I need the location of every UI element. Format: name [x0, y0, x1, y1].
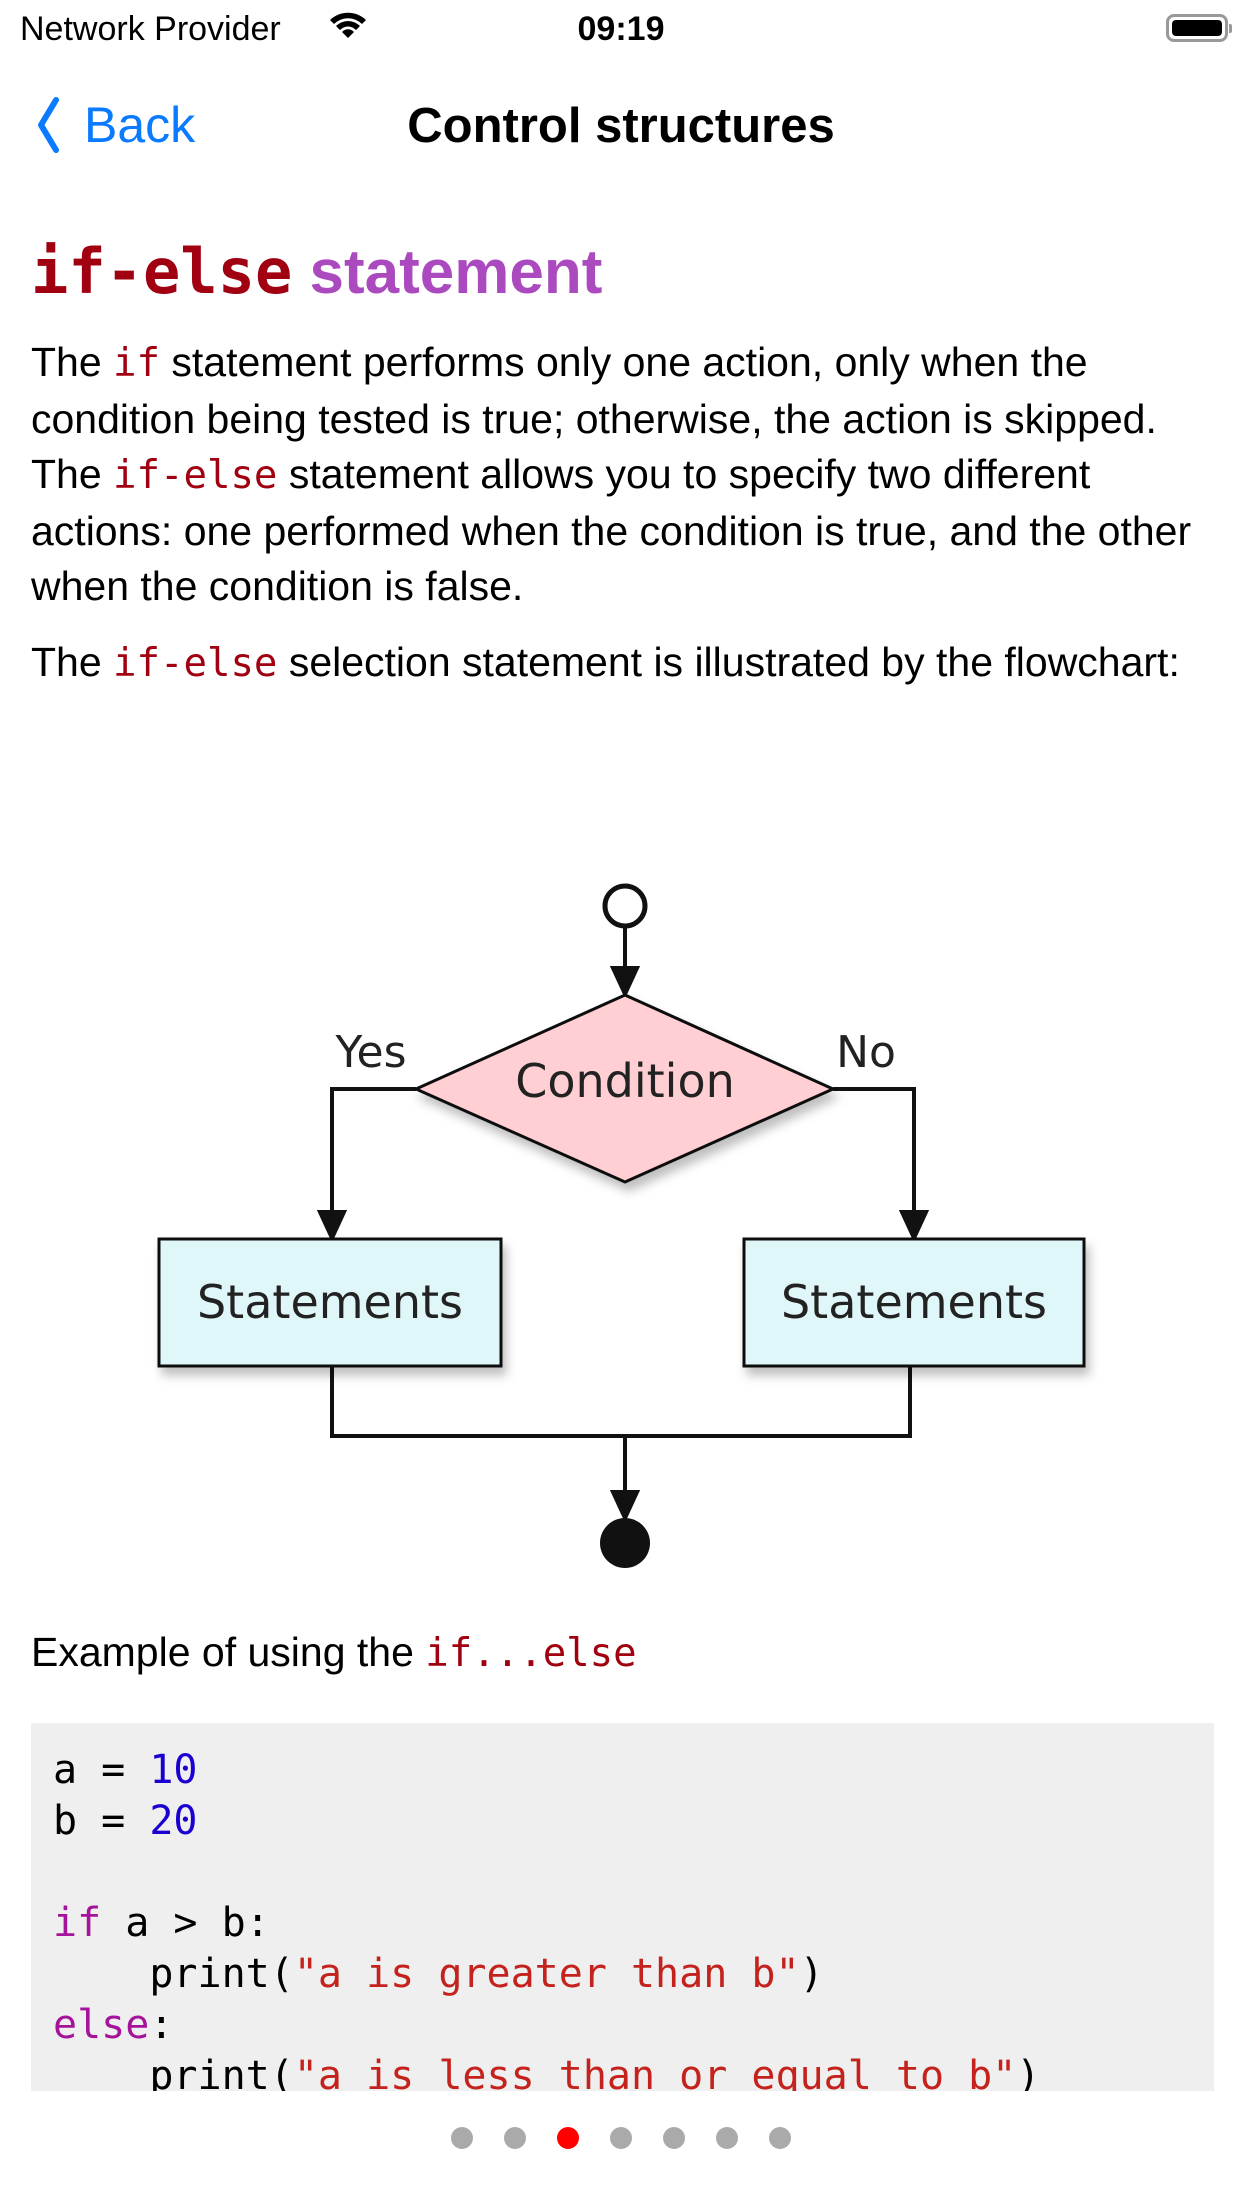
text: Example of using the	[31, 1629, 426, 1675]
battery-icon	[1166, 14, 1232, 42]
statements-label: Statements	[197, 1275, 463, 1329]
heading-text: statement	[309, 238, 603, 307]
yes-connector	[330, 1087, 416, 1212]
status-bar: Network Provider 09:19	[0, 0, 1242, 64]
inline-code: if...else	[425, 1631, 637, 1676]
page-title: Control structures	[407, 99, 835, 153]
flowchart-intro: The if-else selection statement is illus…	[31, 635, 1216, 692]
no-connector	[833, 1087, 916, 1212]
clock: 09:19	[577, 10, 665, 48]
page-indicator[interactable]	[0, 2127, 1242, 2149]
arrowhead	[609, 966, 641, 999]
page-dot-2[interactable]	[504, 2127, 526, 2149]
text: The	[31, 638, 114, 685]
text: The	[31, 339, 114, 385]
page-dot-7[interactable]	[769, 2127, 791, 2149]
text: selection statement is illustrated by th…	[277, 638, 1180, 685]
intro-paragraph: The if statement performs only one actio…	[31, 335, 1216, 615]
text: statement allows you to specify two diff…	[31, 451, 1192, 609]
navigation-bar: Back Control structures	[0, 90, 1242, 166]
merge-connector	[330, 1366, 912, 1438]
inline-code: if-else	[113, 453, 278, 498]
chevron-left-icon	[38, 97, 59, 153]
condition-diamond	[412, 993, 837, 1184]
page-dot-1[interactable]	[451, 2127, 473, 2149]
page-dot-3[interactable]	[557, 2127, 579, 2149]
page-dot-5[interactable]	[663, 2127, 685, 2149]
inline-code: if	[113, 341, 161, 386]
yes-label: Yes	[334, 1027, 406, 1078]
section-heading: if-else statement	[31, 230, 1216, 315]
end-node	[600, 1518, 650, 1568]
condition-label: Condition	[515, 1054, 735, 1108]
statements-label: Statements	[781, 1275, 1047, 1329]
page-dot-6[interactable]	[716, 2127, 738, 2149]
start-node	[602, 883, 648, 929]
code-listing: a = 10 b = 20 if a > b: print("a is grea…	[53, 1747, 1041, 2091]
statements-box-true	[157, 1237, 503, 1368]
statements-box-false	[742, 1237, 1086, 1368]
if-else-flowchart: Condition Yes No Statements Statements	[157, 883, 1086, 1568]
no-label: No	[836, 1027, 896, 1078]
back-button[interactable]: Back	[36, 96, 195, 154]
article: if-else statement The if statement perfo…	[31, 230, 1216, 691]
heading-keyword: if-else	[31, 235, 293, 308]
text: statement performs only one action, only…	[31, 339, 1157, 497]
wifi-icon	[328, 10, 368, 49]
example-caption: Example of using the if...else	[31, 1625, 637, 1682]
code-block[interactable]: a = 10 b = 20 if a > b: print("a is grea…	[31, 1723, 1214, 2091]
back-label: Back	[84, 97, 196, 153]
inline-code: if-else	[113, 640, 278, 686]
page-dot-4[interactable]	[610, 2127, 632, 2149]
network-provider: Network Provider	[20, 10, 281, 48]
